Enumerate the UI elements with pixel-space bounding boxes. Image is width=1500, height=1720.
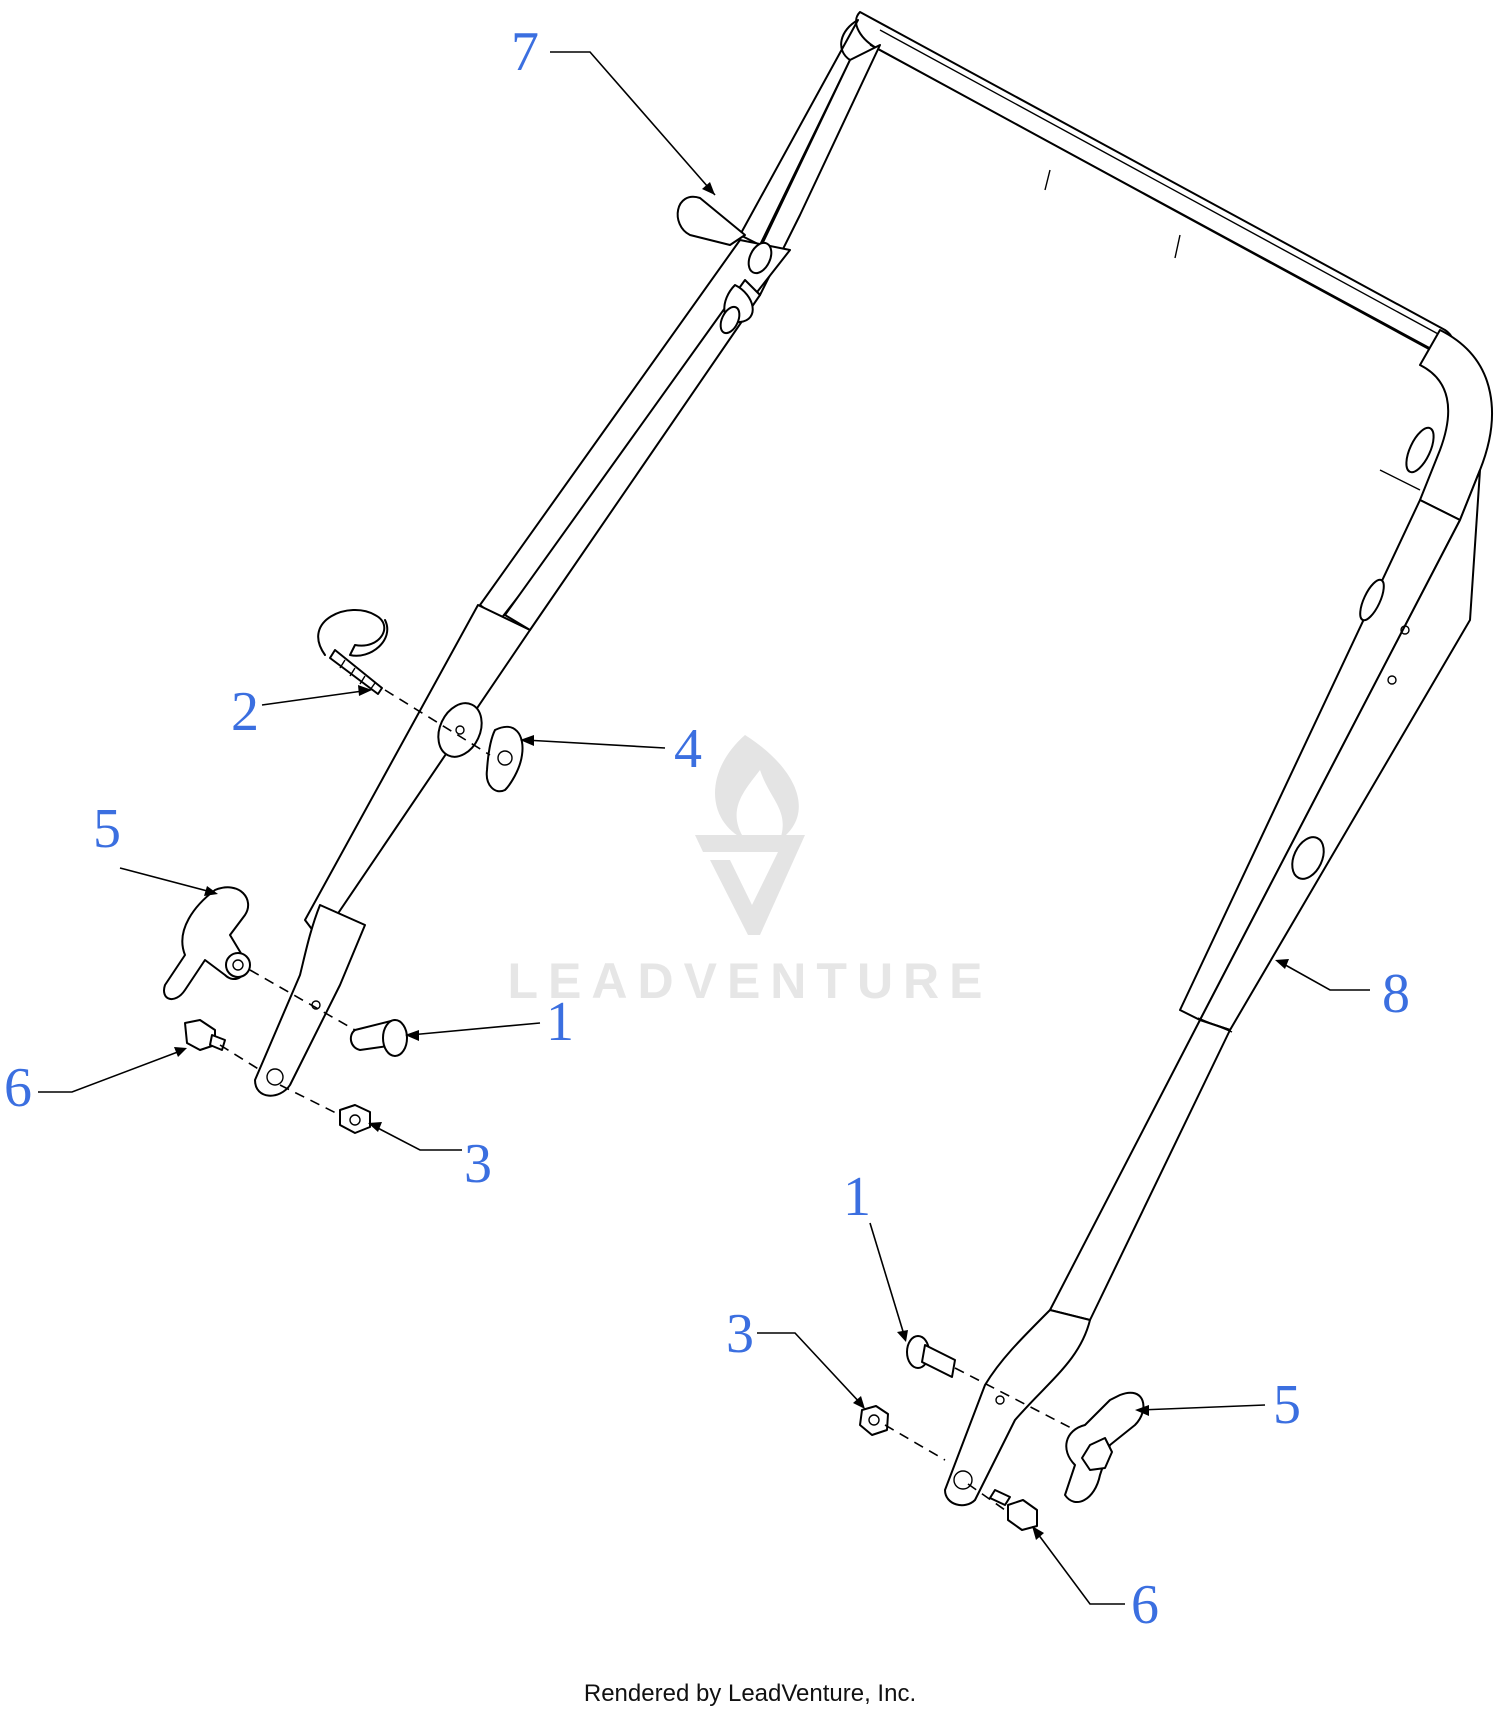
flame-logo-icon bbox=[715, 735, 799, 840]
callout-5-left: 5 bbox=[93, 798, 121, 860]
assembly-lines bbox=[219, 689, 1076, 1511]
v-logo-icon bbox=[695, 835, 805, 935]
callout-6-left: 6 bbox=[4, 1057, 32, 1119]
lock-nut-right bbox=[859, 1405, 889, 1436]
callout-7: 7 bbox=[511, 21, 539, 83]
cable-guide bbox=[676, 195, 773, 335]
large-knob-right bbox=[1064, 1391, 1145, 1504]
callout-5-right: 5 bbox=[1273, 1374, 1301, 1436]
carriage-bolt-right bbox=[906, 1335, 956, 1378]
eyebolt bbox=[317, 609, 389, 695]
callout-4: 4 bbox=[674, 718, 702, 780]
large-knob-left bbox=[163, 886, 251, 1000]
shoulder-bolt-right bbox=[989, 1489, 1038, 1531]
callout-6-right: 6 bbox=[1131, 1574, 1159, 1636]
callouts: 7 2 4 5 1 6 3 8 1 3 5 6 bbox=[4, 21, 1410, 1636]
callout-8: 8 bbox=[1382, 963, 1410, 1025]
lock-nut-left bbox=[339, 1104, 371, 1134]
callout-1-right: 1 bbox=[843, 1166, 871, 1228]
leader-lines bbox=[38, 51, 1370, 1605]
footer-credit: Rendered by LeadVenture, Inc. bbox=[583, 1680, 917, 1707]
upper-handle-frame bbox=[254, 11, 1493, 1507]
watermark: LEADVENTURE bbox=[507, 735, 992, 1009]
callout-3-left: 3 bbox=[464, 1133, 492, 1195]
callout-3-right: 3 bbox=[726, 1303, 754, 1365]
callout-2: 2 bbox=[231, 681, 259, 743]
small-wing-nut bbox=[485, 725, 524, 793]
carriage-bolt-left bbox=[349, 1019, 408, 1057]
shoulder-bolt-left bbox=[184, 1019, 226, 1051]
callout-1-left: 1 bbox=[546, 991, 574, 1053]
watermark-brand: LEADVENTURE bbox=[507, 953, 992, 1009]
